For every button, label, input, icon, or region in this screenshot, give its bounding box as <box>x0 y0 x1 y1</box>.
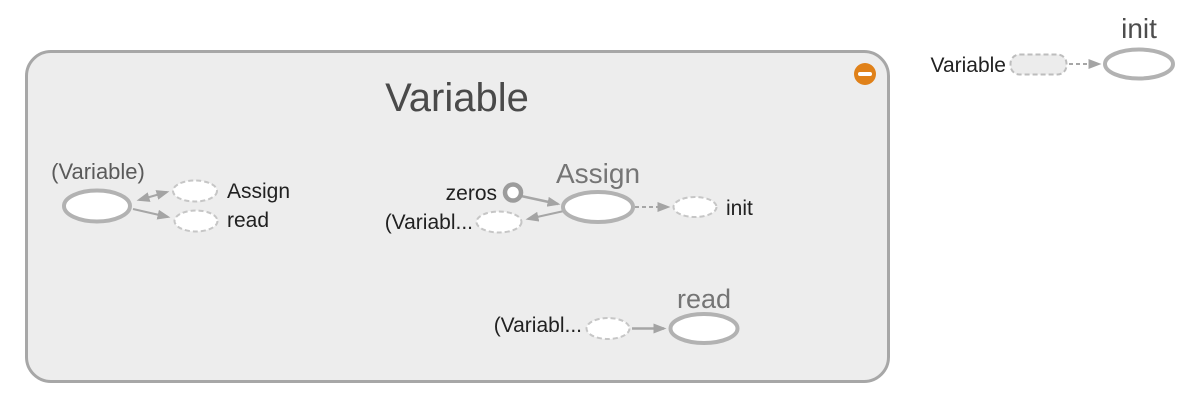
external-init-node-title: init <box>1121 13 1157 44</box>
init-op-node-ellipse[interactable] <box>1103 47 1175 81</box>
assign-op-node-ellipse[interactable] <box>561 190 635 224</box>
assign-proxy-ellipse[interactable] <box>172 179 218 203</box>
zeros-label: zeros <box>445 182 497 205</box>
minus-icon <box>858 72 872 76</box>
collapse-button[interactable] <box>854 63 876 85</box>
read-node-title: read <box>676 284 732 314</box>
assign-node-title: Assign <box>555 158 641 189</box>
assign-proxy-label: Assign <box>227 180 291 203</box>
variable-node-title: (Variable) <box>51 159 145 184</box>
external-variable-proxy-label: Variable <box>930 54 1007 77</box>
variable-proxy-label-read: (Variabl... <box>493 314 582 337</box>
init-proxy-label: init <box>726 197 753 220</box>
variable-proxy-ellipse-assign[interactable] <box>475 210 523 234</box>
init-proxy-ellipse[interactable] <box>672 196 718 218</box>
read-proxy-ellipse[interactable] <box>173 209 219 233</box>
variable-proxy-ellipse-read[interactable] <box>585 317 631 340</box>
zeros-const-node-circle[interactable] <box>502 182 524 203</box>
variable-namespace-proxy-rect[interactable] <box>1009 53 1068 76</box>
read-op-node-ellipse[interactable] <box>668 312 740 345</box>
variable-proxy-label-assign: (Variabl... <box>384 211 473 234</box>
group-title: Variable <box>385 76 529 120</box>
variable-op-node-ellipse[interactable] <box>62 188 132 224</box>
read-proxy-label: read <box>227 209 270 232</box>
